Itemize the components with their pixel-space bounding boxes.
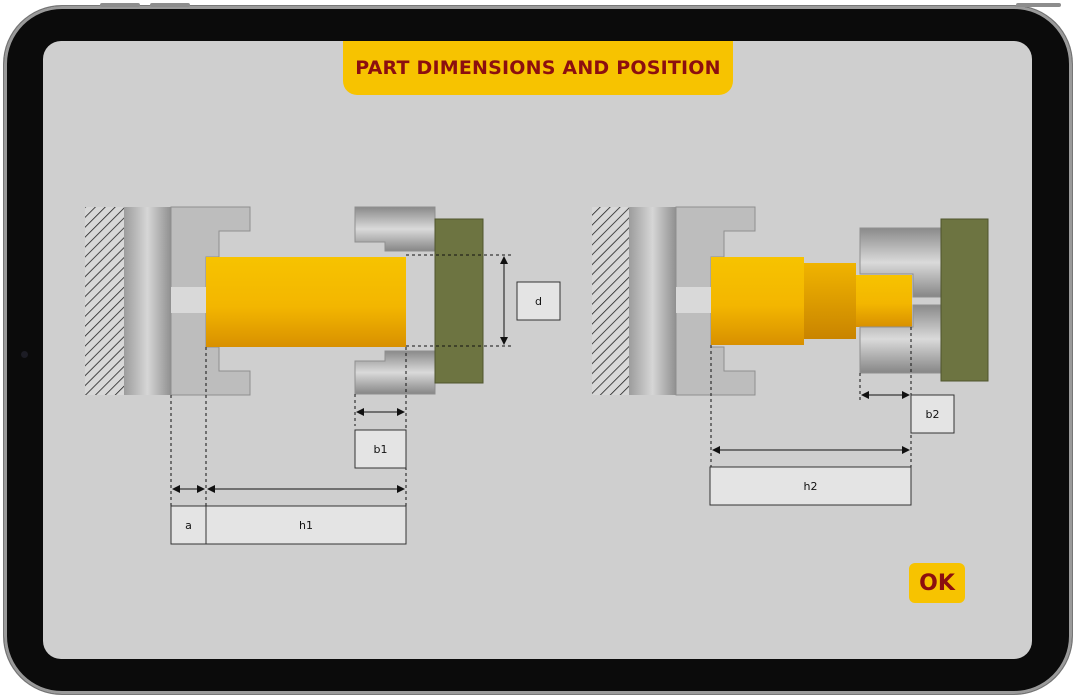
volume-button-2 [150, 3, 190, 7]
front-camera [21, 351, 28, 358]
ok-button-label: OK [919, 570, 955, 596]
right-dimension-lines [710, 327, 912, 467]
field-b2[interactable]: b2 [910, 394, 955, 434]
chuck-bore-left [171, 287, 206, 313]
field-d[interactable]: d [516, 281, 561, 321]
field-b1-label: b1 [374, 443, 388, 456]
left-chuck-assembly [85, 206, 484, 396]
title-banner: PART DIMENSIONS AND POSITION [343, 41, 733, 95]
field-a[interactable]: a [170, 505, 207, 545]
right-chuck-assembly [592, 206, 989, 396]
field-h1[interactable]: h1 [205, 505, 407, 545]
field-b2-label: b2 [926, 408, 940, 421]
tailstock-left [434, 218, 484, 384]
page-title: PART DIMENSIONS AND POSITION [355, 57, 721, 79]
chuck-bore-right [676, 287, 711, 313]
workpiece-main-right [711, 257, 804, 345]
part-dimensions-diagram: a h1 b1 d b2 h2 [85, 206, 989, 545]
power-button [1016, 3, 1061, 7]
field-h2-label: h2 [804, 480, 818, 493]
spindle-flange-right [629, 207, 676, 395]
field-h1-label: h1 [299, 519, 313, 532]
left-dimension-lines [170, 254, 513, 506]
volume-button [100, 3, 140, 7]
app-screen: PART DIMENSIONS AND POSITION [43, 41, 1032, 659]
wall-hatching-right [592, 207, 629, 395]
spindle-flange-left [124, 207, 171, 395]
workpiece-left [206, 257, 406, 347]
tailstock-right [940, 218, 989, 382]
ok-button[interactable]: OK [909, 563, 965, 603]
field-h2[interactable]: h2 [709, 466, 912, 506]
tailstock-jaw-top-left [354, 206, 442, 252]
workpiece-tip-right [856, 275, 912, 327]
tailstock-jaw-bottom-left [354, 350, 442, 395]
field-b1[interactable]: b1 [354, 429, 407, 469]
field-a-label: a [185, 519, 192, 532]
wall-hatching-left [85, 207, 124, 395]
field-d-label: d [535, 295, 542, 308]
workpiece-step-right [804, 263, 856, 339]
